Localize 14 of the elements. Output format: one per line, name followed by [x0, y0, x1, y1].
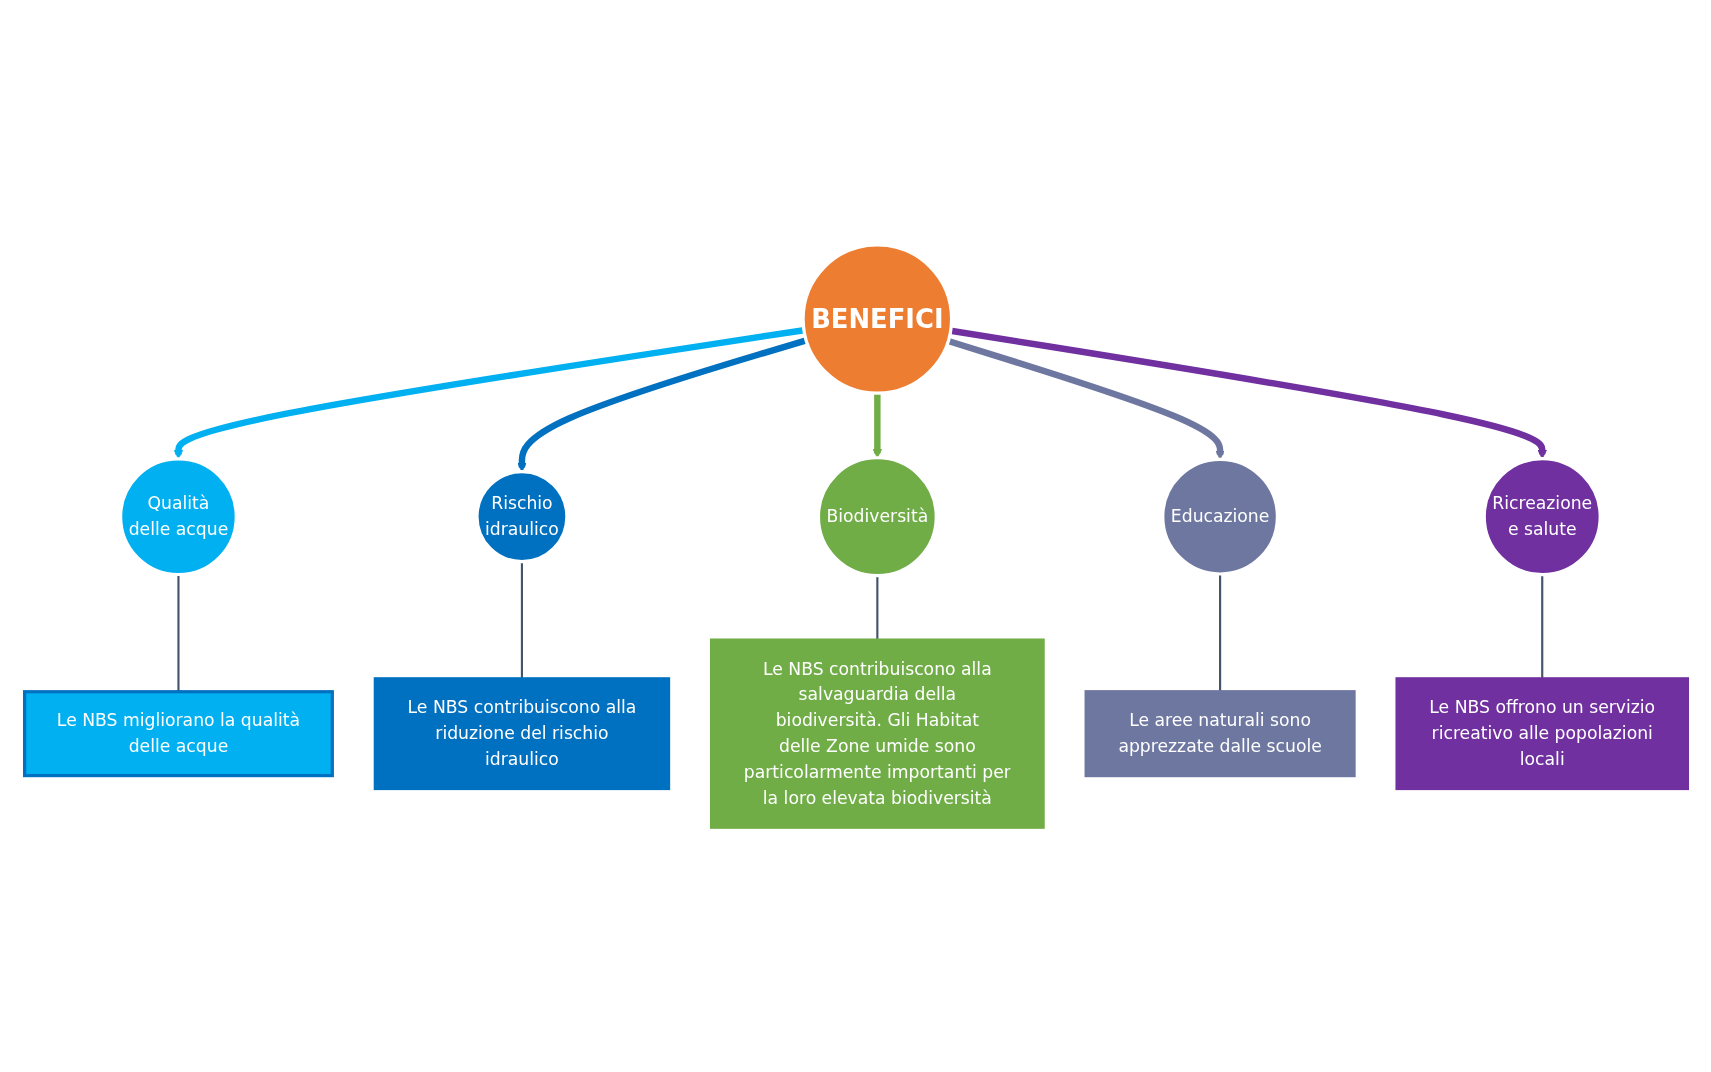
arrow: [872, 393, 882, 459]
node-box: Le NBS contribuiscono alla riduzione del rischio idraulico: [373, 677, 670, 791]
node-circle: BENEFICI: [801, 243, 953, 395]
arrow: [173, 327, 804, 460]
connector: [176, 574, 180, 692]
node-circle: Ricreazione e salute: [1482, 457, 1602, 577]
node-box: Le NBS offrono un servizio ricreativo alle popolazioni locali: [1394, 677, 1689, 791]
node-box: Le NBS migliorano la qualità delle acque: [22, 690, 334, 778]
connector: [520, 561, 523, 679]
connector: [1218, 574, 1221, 692]
connector: [875, 575, 878, 641]
node-box: Le aree naturali sono apprezzate dalle scuole: [1084, 690, 1356, 778]
node-box: Le NBS contribuiscono alla salvaguardia della biodiversità. Gli Habitat delle Zone umide sono particolarmente importanti per la loro elevata biodiversità: [709, 638, 1045, 829]
connector: [1540, 574, 1543, 679]
